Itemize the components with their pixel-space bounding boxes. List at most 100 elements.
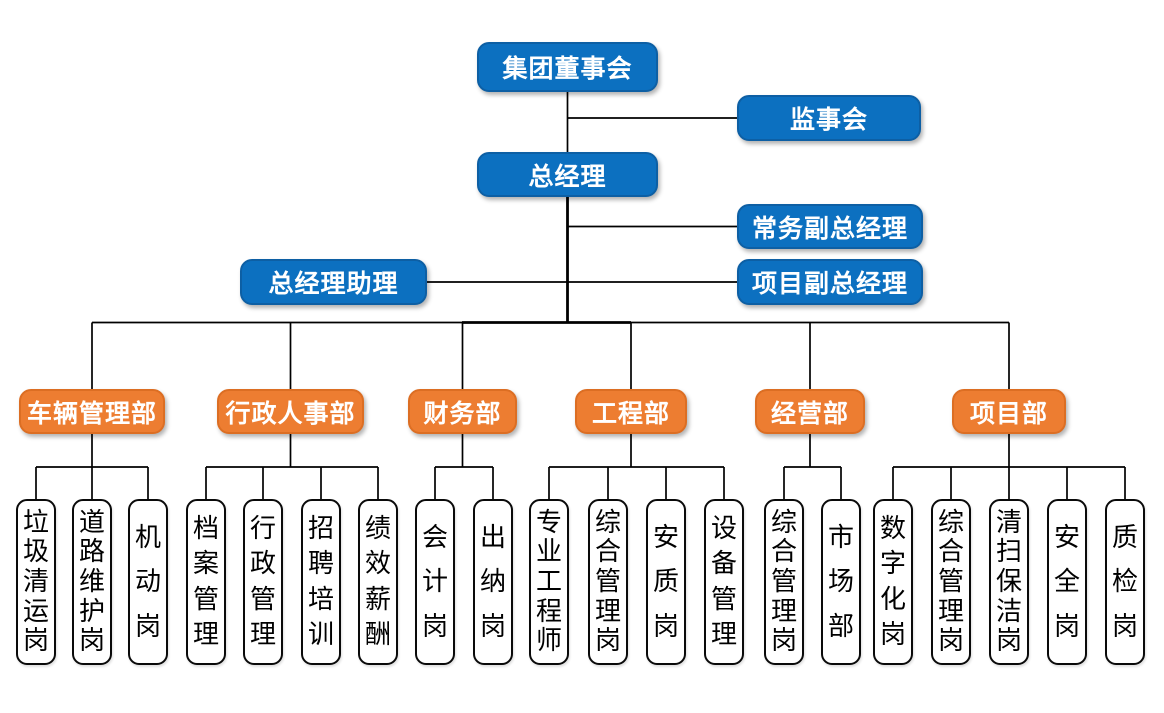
position-char: 岗 xyxy=(22,626,49,657)
position-char: 扫 xyxy=(995,537,1022,568)
position-char: 理 xyxy=(192,620,219,651)
position-char: 保 xyxy=(995,566,1022,597)
position-char: 岗 xyxy=(995,626,1022,657)
position-char: 聘 xyxy=(307,549,334,580)
position-char: 合 xyxy=(594,537,621,568)
node-board-of-directors: 集团董事会 xyxy=(477,42,658,92)
position-node-safety-quality: 安质岗 xyxy=(646,499,686,665)
position-char: 设 xyxy=(710,513,737,544)
position-char: 场 xyxy=(827,567,854,597)
position-char: 部 xyxy=(827,611,854,642)
node-gm-assistant: 总经理助理 xyxy=(240,259,427,305)
position-char: 机 xyxy=(134,522,161,553)
position-char: 训 xyxy=(307,620,334,651)
position-char: 字 xyxy=(879,549,906,580)
position-node-recruit-training: 招聘培训 xyxy=(301,499,341,665)
position-node-road-maintenance: 道路维护岗 xyxy=(72,499,112,665)
position-char: 岗 xyxy=(1111,611,1138,642)
position-char: 动 xyxy=(134,567,161,597)
position-node-general-management: 综合管理岗 xyxy=(764,499,804,665)
position-char: 路 xyxy=(78,537,105,568)
position-char: 师 xyxy=(535,626,562,657)
position-char: 岗 xyxy=(879,620,906,651)
position-char: 岗 xyxy=(594,626,621,657)
position-char: 程 xyxy=(535,596,562,627)
position-char: 岗 xyxy=(479,611,506,642)
position-char: 管 xyxy=(710,584,737,615)
position-node-mobile: 机动岗 xyxy=(128,499,168,665)
position-char: 综 xyxy=(770,507,797,538)
dept-node-finance: 财务部 xyxy=(408,389,517,434)
position-char: 理 xyxy=(770,596,797,627)
position-node-general-management: 综合管理岗 xyxy=(931,499,971,665)
node-project-deputy-gm: 项目副总经理 xyxy=(737,259,923,305)
position-char: 理 xyxy=(937,596,964,627)
position-char: 综 xyxy=(594,507,621,538)
position-node-safety: 安全岗 xyxy=(1047,499,1087,665)
position-node-accountant: 会计岗 xyxy=(415,499,455,665)
position-char: 绩 xyxy=(364,513,391,544)
position-char: 薪 xyxy=(364,584,391,615)
position-node-quality-inspection: 质检岗 xyxy=(1105,499,1145,665)
position-char: 维 xyxy=(78,566,105,597)
position-char: 工 xyxy=(535,566,562,597)
position-char: 圾 xyxy=(22,537,49,568)
position-node-cashier: 出纳岗 xyxy=(473,499,513,665)
position-char: 岗 xyxy=(421,611,448,642)
position-char: 政 xyxy=(249,549,276,580)
position-char: 会 xyxy=(421,522,448,553)
position-char: 备 xyxy=(710,549,737,580)
position-char: 全 xyxy=(1053,567,1080,597)
position-char: 案 xyxy=(192,549,219,580)
position-char: 档 xyxy=(192,513,219,544)
position-char: 岗 xyxy=(770,626,797,657)
position-char: 质 xyxy=(652,567,679,597)
position-node-performance-payroll: 绩效薪酬 xyxy=(358,499,398,665)
position-char: 洁 xyxy=(995,596,1022,627)
position-char: 理 xyxy=(594,596,621,627)
position-char: 岗 xyxy=(78,626,105,657)
position-char: 综 xyxy=(937,507,964,538)
position-node-garbage-removal: 垃圾清运岗 xyxy=(16,499,56,665)
position-char: 清 xyxy=(22,566,49,597)
position-char: 专 xyxy=(535,507,562,538)
position-node-professional-engineer: 专业工程师 xyxy=(529,499,569,665)
position-char: 业 xyxy=(535,537,562,568)
position-char: 管 xyxy=(770,566,797,597)
position-node-cleaning: 清扫保洁岗 xyxy=(989,499,1029,665)
dept-node-vehicle-management: 车辆管理部 xyxy=(19,389,165,434)
position-node-equipment-management: 设备管理 xyxy=(704,499,744,665)
position-char: 纳 xyxy=(479,567,506,597)
position-char: 行 xyxy=(249,513,276,544)
node-general-manager: 总经理 xyxy=(477,152,658,197)
position-char: 市 xyxy=(827,522,854,553)
position-char: 理 xyxy=(710,620,737,651)
dept-node-engineering: 工程部 xyxy=(575,389,687,434)
position-char: 岗 xyxy=(1053,611,1080,642)
position-char: 管 xyxy=(192,584,219,615)
position-char: 垃 xyxy=(22,507,49,538)
position-node-general-management: 综合管理岗 xyxy=(588,499,628,665)
position-char: 质 xyxy=(1111,522,1138,553)
position-char: 管 xyxy=(594,566,621,597)
position-node-administration: 行政管理 xyxy=(243,499,283,665)
position-node-market: 市场部 xyxy=(821,499,861,665)
position-char: 出 xyxy=(479,522,506,553)
position-char: 运 xyxy=(22,596,49,627)
position-char: 合 xyxy=(937,537,964,568)
position-node-archives: 档案管理 xyxy=(186,499,226,665)
position-char: 岗 xyxy=(134,611,161,642)
position-char: 清 xyxy=(995,507,1022,538)
position-char: 招 xyxy=(307,513,334,544)
node-executive-deputy-gm: 常务副总经理 xyxy=(737,204,923,249)
position-char: 计 xyxy=(421,567,448,597)
dept-node-project: 项目部 xyxy=(952,389,1066,434)
position-char: 安 xyxy=(1053,522,1080,553)
dept-node-business: 经营部 xyxy=(755,389,865,434)
position-char: 培 xyxy=(307,584,334,615)
position-char: 管 xyxy=(937,566,964,597)
position-char: 数 xyxy=(879,513,906,544)
position-char: 化 xyxy=(879,584,906,615)
